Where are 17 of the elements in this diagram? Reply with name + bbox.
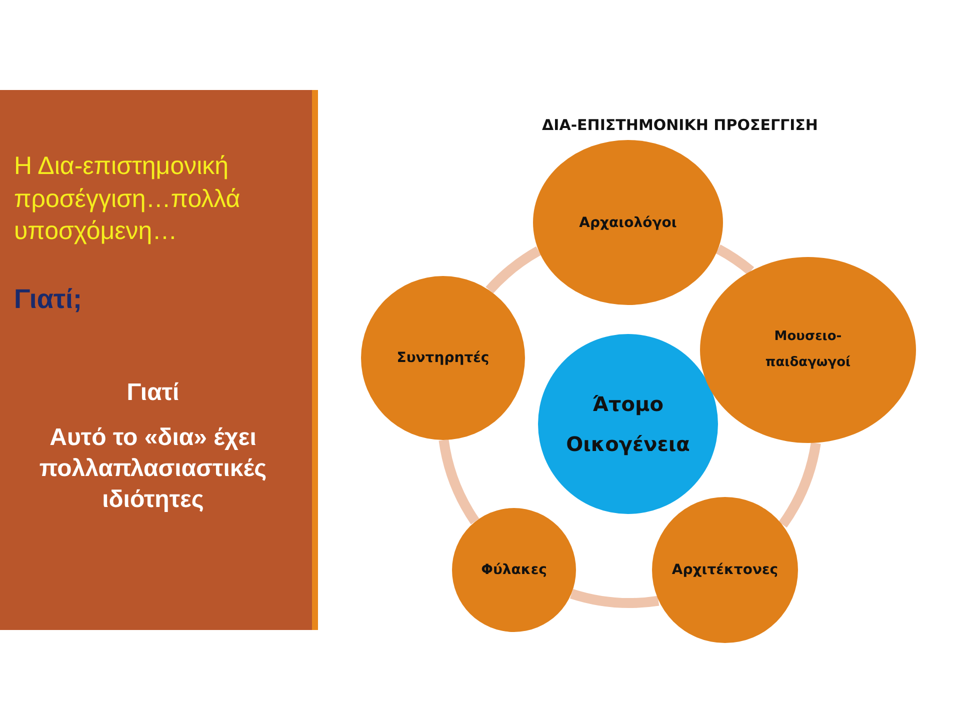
- node-label: Άτομο Οικογένεια: [565, 391, 691, 458]
- panel-heading: Γιατί;: [14, 282, 84, 316]
- side-panel: [0, 90, 318, 630]
- ring-connector: [716, 244, 754, 275]
- node-label: Αρχαιολόγοι: [579, 214, 677, 232]
- panel-heading: Η Δια-επιστημονική προσέγγιση…πολλά υποσχόμενη…: [14, 151, 242, 247]
- node-label: Φύλακες: [481, 561, 547, 580]
- ring-connector: [570, 588, 659, 608]
- node-label: Μουσειο- παιδαγωγοί: [764, 328, 852, 372]
- panel-text: Αυτό το «δια» έχει πολλαπλασιαστικές ιδιότητες: [38, 422, 268, 516]
- ring-connector: [486, 246, 542, 294]
- ring-connector: [438, 439, 480, 524]
- node-label: Αρχιτέκτονες: [672, 561, 778, 580]
- panel-text: Γιατί: [126, 378, 180, 408]
- ring-connector: [778, 442, 821, 528]
- node-label: Συντηρητές: [396, 349, 490, 368]
- diagram-title: ΔΙΑ-ΕΠΙΣΤΗΜΟΝΙΚΗ ΠΡΟΣΕΓΓΙΣΗ: [541, 116, 819, 134]
